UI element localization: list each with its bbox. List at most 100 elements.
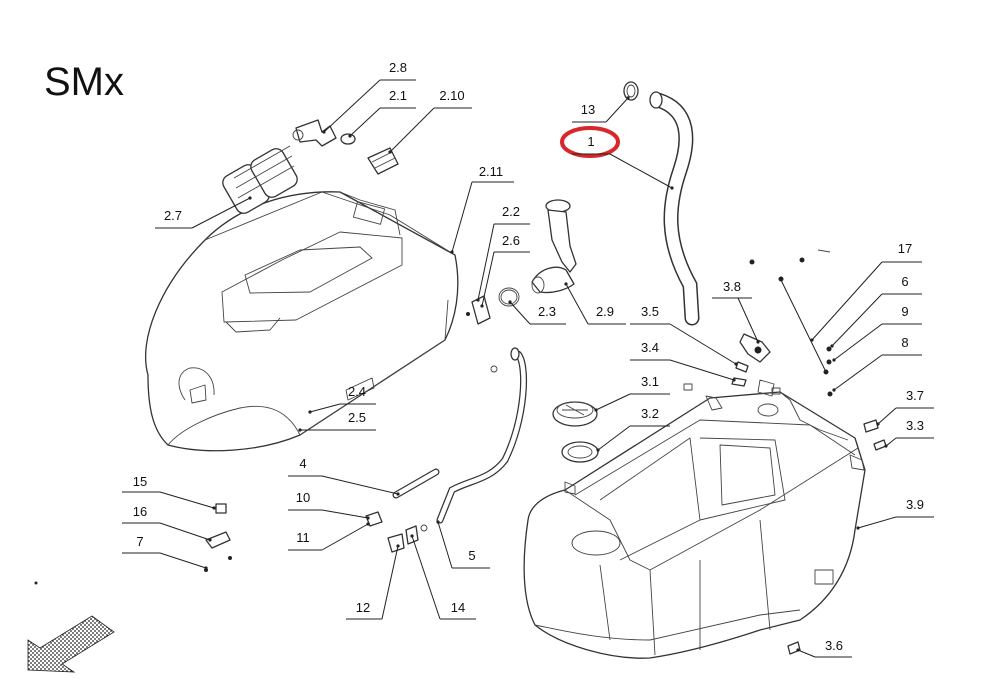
callout-leader xyxy=(191,197,251,229)
callout-leader-tip xyxy=(594,408,598,412)
callout-label-3-3: 3.3 xyxy=(906,418,924,433)
callout-leader-tip xyxy=(596,448,600,452)
callout-leader xyxy=(669,323,737,365)
threaded-nozzle-part xyxy=(367,147,399,175)
callout-leader-tip xyxy=(734,362,738,366)
callout-leader-tip xyxy=(670,186,674,190)
callout-leader-tip xyxy=(480,304,484,308)
callout-leader-tip xyxy=(308,410,312,414)
callout-label-3-8: 3.8 xyxy=(723,279,741,294)
short-hose-part xyxy=(392,468,440,499)
callout-label-8: 8 xyxy=(901,335,908,350)
inlet-pipe-part xyxy=(531,199,577,294)
cap-ring-part xyxy=(561,441,599,463)
callout-label-14: 14 xyxy=(451,600,465,615)
callout-label-3-4: 3.4 xyxy=(641,340,659,355)
highlight-circle xyxy=(560,126,620,158)
callout-label-3-2: 3.2 xyxy=(641,406,659,421)
callout-leader xyxy=(885,437,897,447)
callout-label-6: 6 xyxy=(901,274,908,289)
callout-label-9: 9 xyxy=(901,304,908,319)
bracket-part xyxy=(466,295,491,325)
callout-leader-tip xyxy=(832,388,836,392)
callout-leader-tip xyxy=(756,340,760,344)
callout-label-16: 16 xyxy=(133,504,147,519)
flexible-hose-part xyxy=(436,347,528,524)
callout-leader-tip xyxy=(396,544,400,548)
callout-label-2-1: 2.1 xyxy=(389,88,407,103)
callout-leader xyxy=(669,359,735,381)
callout-leader-tip xyxy=(832,358,836,362)
callout-leader xyxy=(609,153,673,189)
fittings-part xyxy=(204,503,428,572)
callout-leader-tip xyxy=(450,250,454,254)
callout-leader xyxy=(565,283,589,325)
callout-leader-tip xyxy=(410,534,414,538)
callout-leader xyxy=(595,393,631,411)
o-ring-part xyxy=(340,133,356,145)
callout-leader xyxy=(605,97,629,123)
callout-leader-tip xyxy=(212,506,216,510)
callout-label-3-1: 3.1 xyxy=(641,374,659,389)
callout-leader-tip xyxy=(856,526,860,530)
callout-leader-tip xyxy=(366,522,370,526)
hose-clamp-part xyxy=(623,81,639,101)
stray-dot xyxy=(34,581,38,585)
callout-leader xyxy=(833,354,883,391)
callout-label-10: 10 xyxy=(296,490,310,505)
callout-leader xyxy=(321,475,399,495)
callout-label-11: 11 xyxy=(296,530,310,545)
callout-leader xyxy=(833,323,883,361)
callout-leader xyxy=(159,491,215,509)
callout-leader xyxy=(831,293,883,347)
callout-leader xyxy=(481,251,495,307)
callout-leader xyxy=(321,523,369,551)
callout-leader-tip xyxy=(626,96,630,100)
callout-leader xyxy=(323,79,381,133)
callout-label-2-10: 2.10 xyxy=(439,88,464,103)
callout-leader-tip xyxy=(348,134,352,138)
callout-label-3-7: 3.7 xyxy=(906,388,924,403)
callout-label-12: 12 xyxy=(356,600,370,615)
callout-leader-tip xyxy=(436,520,440,524)
callout-label-17: 17 xyxy=(898,241,912,256)
callout-leader xyxy=(737,297,759,343)
callout-label-3-9: 3.9 xyxy=(906,497,924,512)
callout-leader-tip xyxy=(884,444,888,448)
callout-label-3-6: 3.6 xyxy=(825,638,843,653)
callout-leader xyxy=(389,107,435,153)
callout-leader xyxy=(509,301,531,325)
callout-label-2-2: 2.2 xyxy=(502,204,520,219)
screw-part xyxy=(787,419,887,655)
callout-label-2-4: 2.4 xyxy=(348,384,366,399)
callout-label-13: 13 xyxy=(581,102,595,117)
callout-leader-tip xyxy=(204,566,208,570)
callout-leader xyxy=(477,223,495,301)
callout-label-15: 15 xyxy=(133,474,147,489)
callout-leader-tip xyxy=(732,378,736,382)
callout-leader xyxy=(159,552,207,569)
callout-leader xyxy=(797,649,816,658)
callout-leader xyxy=(857,516,897,529)
callout-label-2-11: 2.11 xyxy=(479,164,503,179)
callout-leader xyxy=(811,261,883,341)
clamp-ring-part xyxy=(498,287,520,307)
callout-label-1: 1 xyxy=(587,134,594,149)
callout-leader xyxy=(321,509,369,519)
diagram-title: SMx xyxy=(44,60,124,104)
tank-cap-part xyxy=(552,401,598,427)
callout-label-2-3: 2.3 xyxy=(538,304,556,319)
callout-leader-tip xyxy=(876,422,880,426)
callout-label-2-6: 2.6 xyxy=(502,233,520,248)
callout-leader xyxy=(451,181,473,253)
elbow-fitting-part xyxy=(292,119,337,147)
callout-leader-tip xyxy=(322,130,326,134)
leader-lines xyxy=(122,79,934,658)
callout-leader-tip xyxy=(366,516,370,520)
callout-leader xyxy=(159,522,211,541)
callout-leader-tip xyxy=(564,282,568,286)
callout-leader xyxy=(877,407,897,425)
callout-leader-tip xyxy=(476,298,480,302)
